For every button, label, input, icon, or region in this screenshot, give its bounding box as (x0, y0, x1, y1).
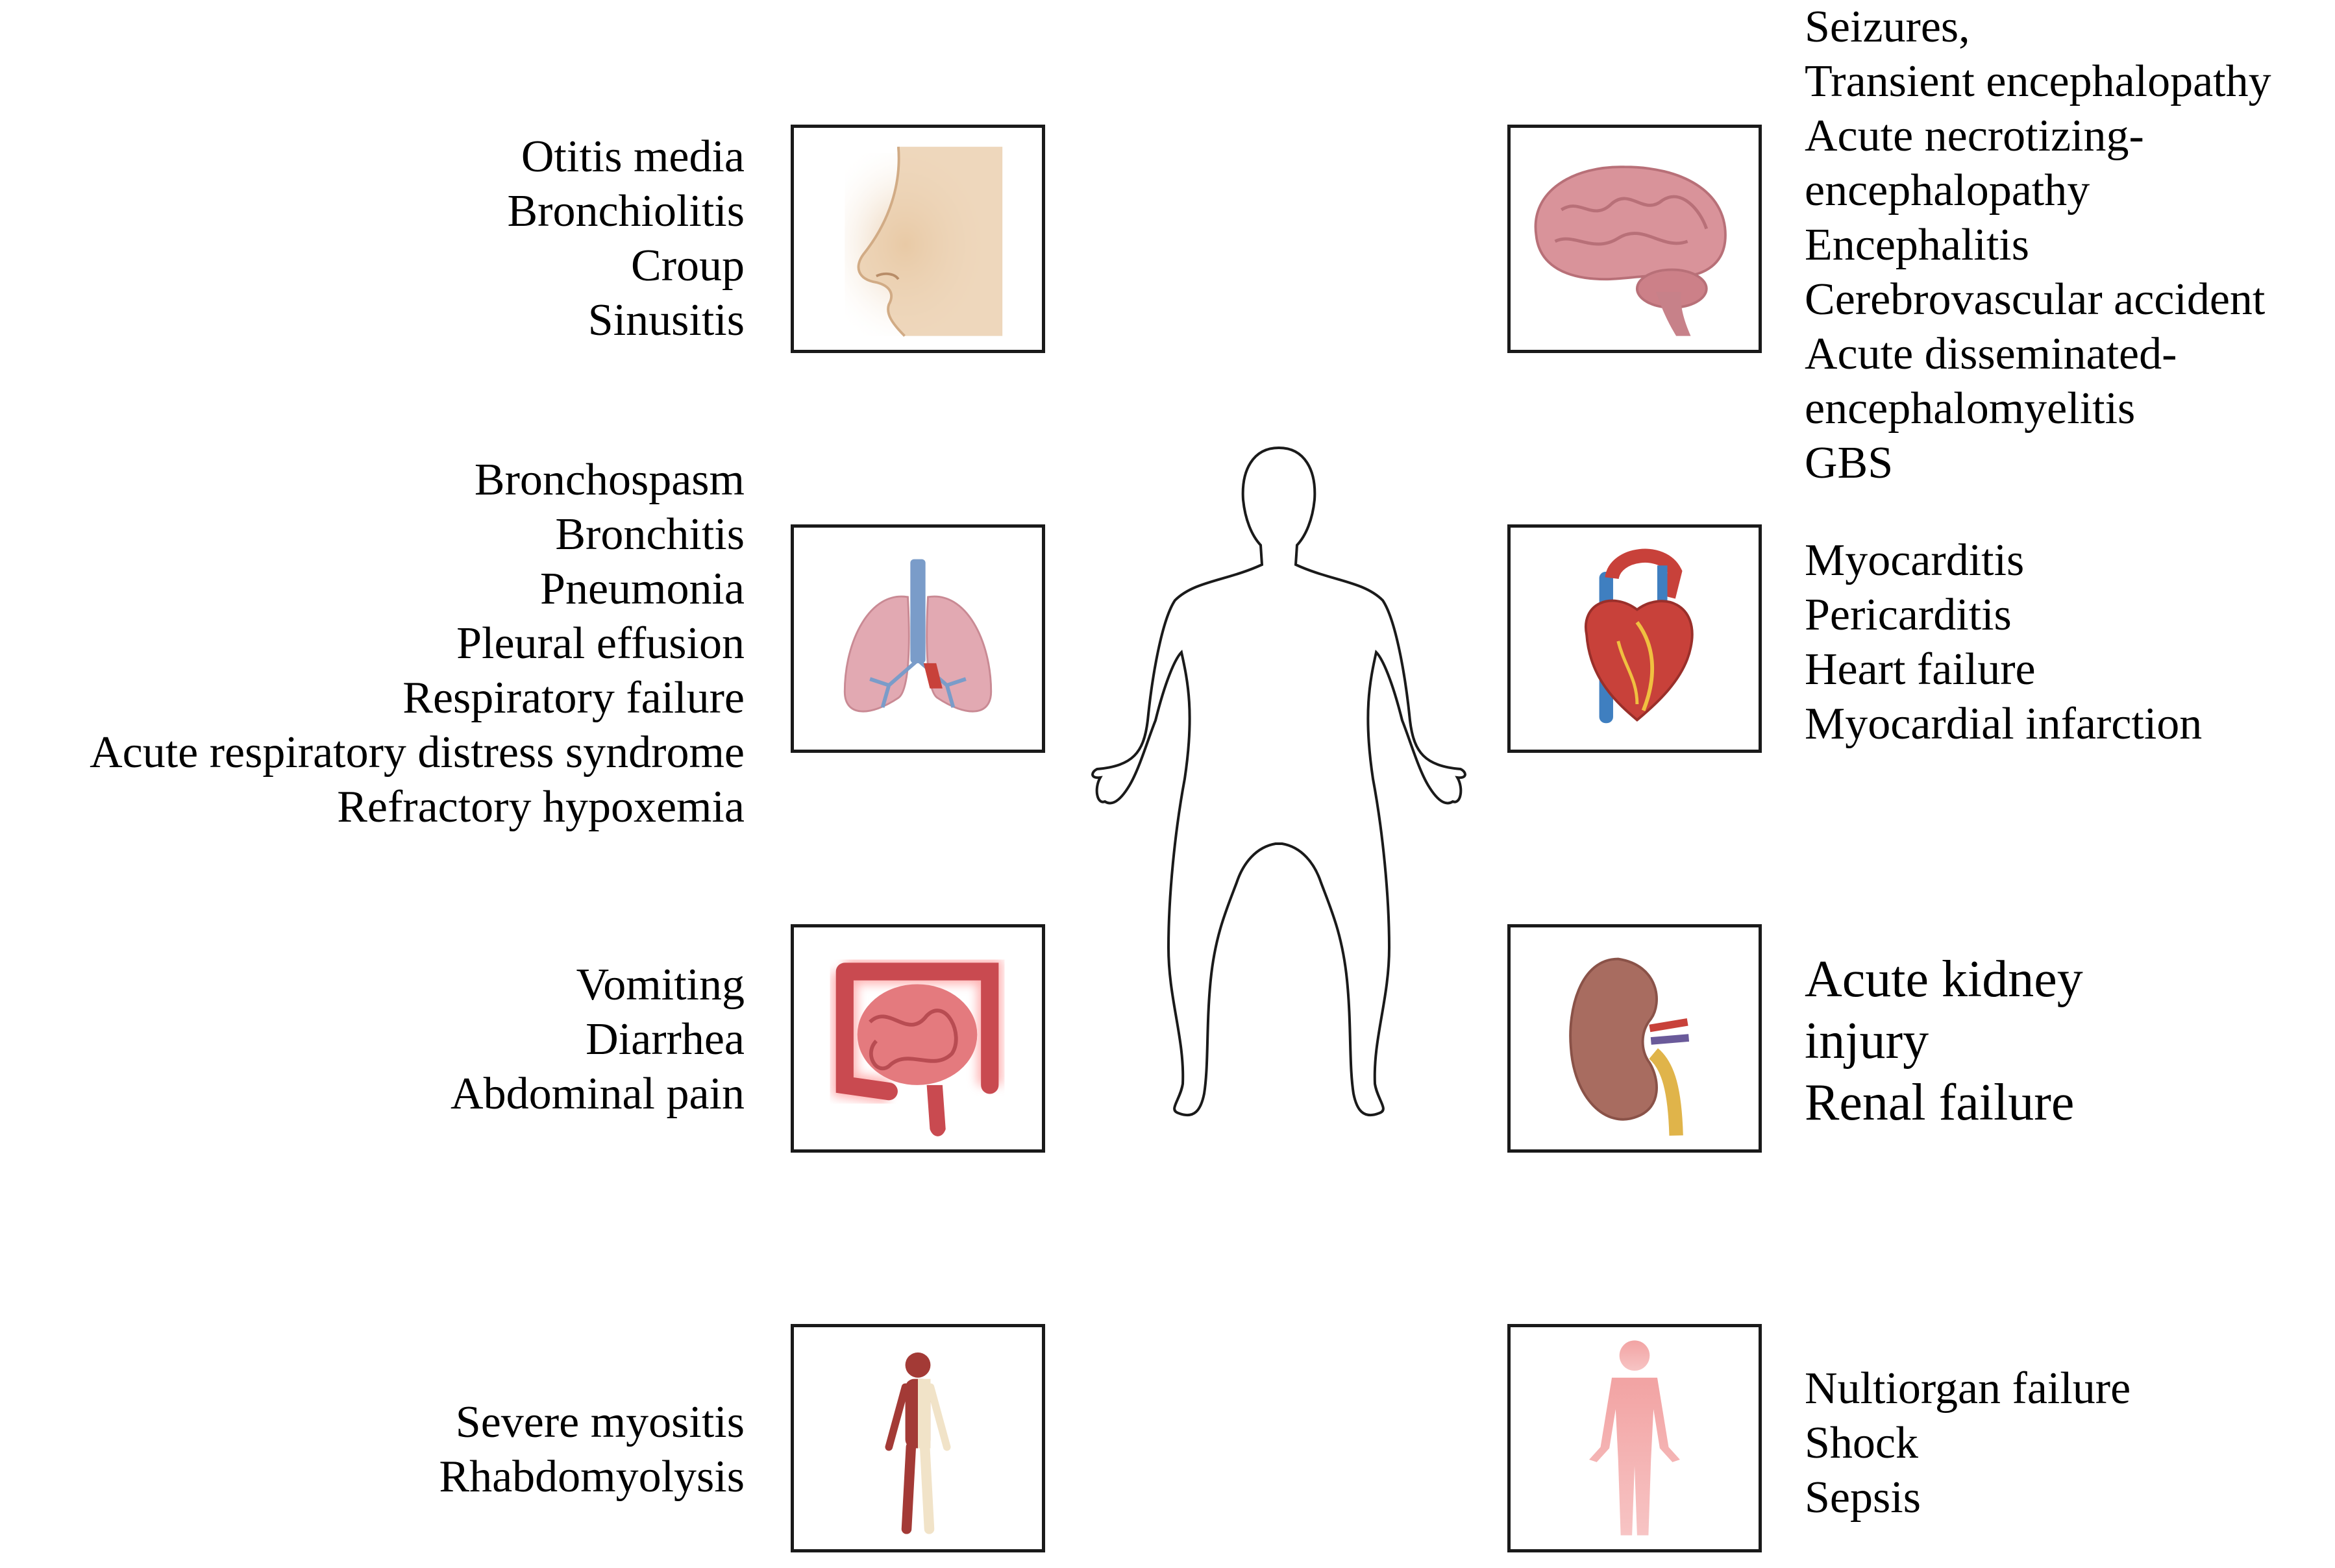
neurological-conditions: Seizures, Transient encephalopathy Acute… (1805, 0, 2271, 491)
condition-item: Sepsis (1805, 1473, 1921, 1523)
condition-item: Shock (1805, 1418, 1918, 1468)
nose-panel (791, 125, 1045, 353)
condition-item: Encephalitis (1805, 220, 2030, 270)
ent-conditions: Otitis media Bronchiolitis Croup Sinusit… (507, 130, 745, 348)
brain-icon (1534, 165, 1727, 336)
condition-item: Bronchiolitis (507, 186, 745, 236)
systemic-figure-icon (1589, 1340, 1680, 1536)
intestine-panel (791, 924, 1045, 1153)
condition-item: Abdominal pain (451, 1069, 745, 1119)
condition-item: Rhabdomyolysis (439, 1452, 745, 1502)
systemic-panel (1507, 1324, 1762, 1552)
condition-item: Heart failure (1805, 644, 2036, 694)
condition-item: Acute respiratory distress syndrome (90, 728, 745, 778)
heart-panel (1507, 524, 1762, 753)
condition-item: Cerebrovascular accident (1805, 275, 2266, 325)
condition-item: encephalopathy (1805, 165, 2090, 215)
condition-item: Refractory hypoxemia (337, 782, 745, 832)
condition-item: Diarrhea (586, 1014, 745, 1064)
condition-item: GBS (1805, 438, 1894, 488)
systemic-conditions: Nultiorgan failure Shock Sepsis (1805, 1362, 2131, 1525)
respiratory-conditions: Bronchospasm Bronchitis Pneumonia Pleura… (90, 453, 745, 835)
condition-item: Pericarditis (1805, 590, 2012, 640)
heart-icon (1584, 548, 1694, 724)
musculoskeletal-panel (791, 1324, 1045, 1552)
condition-item: Pneumonia (540, 564, 745, 614)
condition-item: Nultiorgan failure (1805, 1364, 2131, 1414)
condition-item: Pleural effusion (456, 619, 745, 668)
brain-panel (1507, 125, 1762, 353)
condition-item: Acute disseminated- (1805, 329, 2177, 379)
musculoskeletal-conditions: Severe myositis Rhabdomyolysis (439, 1395, 745, 1504)
gastrointestinal-conditions: Vomiting Diarrhea Abdominal pain (451, 958, 745, 1121)
condition-item: Vomiting (576, 960, 745, 1010)
lungs-icon (843, 559, 993, 713)
condition-item: Sinusitis (587, 295, 745, 345)
condition-item: Renal failure (1805, 1074, 2075, 1131)
condition-item: Myocardial infarction (1805, 699, 2203, 749)
renal-conditions: Acute kidney injury Renal failure (1805, 949, 2083, 1134)
kidney-panel (1507, 924, 1762, 1153)
condition-item: Bronchitis (555, 509, 745, 559)
condition-item: Severe myositis (455, 1397, 745, 1447)
condition-item: Respiratory failure (402, 673, 745, 723)
condition-item: Acute kidney (1805, 951, 2083, 1008)
condition-item: injury (1805, 1012, 1929, 1070)
condition-item: Transient encephalopathy (1805, 56, 2271, 106)
cardiac-conditions: Myocarditis Pericarditis Heart failure M… (1805, 533, 2202, 752)
condition-item: Croup (631, 241, 745, 291)
condition-item: Acute necrotizing- (1805, 111, 2144, 161)
condition-item: Seizures, (1805, 2, 1970, 52)
lungs-panel (791, 524, 1045, 753)
condition-item: Myocarditis (1805, 535, 2025, 585)
condition-item: Otitis media (521, 132, 745, 182)
condition-item: encephalomyelitis (1805, 384, 2136, 434)
human-body-outline-icon (1091, 446, 1466, 1117)
condition-item: Bronchospasm (474, 455, 745, 505)
musculoskeletal-figure-icon (885, 1352, 951, 1534)
intestine-icon (832, 959, 1003, 1136)
nose-icon (845, 146, 1003, 337)
kidney-icon (1569, 957, 1690, 1136)
